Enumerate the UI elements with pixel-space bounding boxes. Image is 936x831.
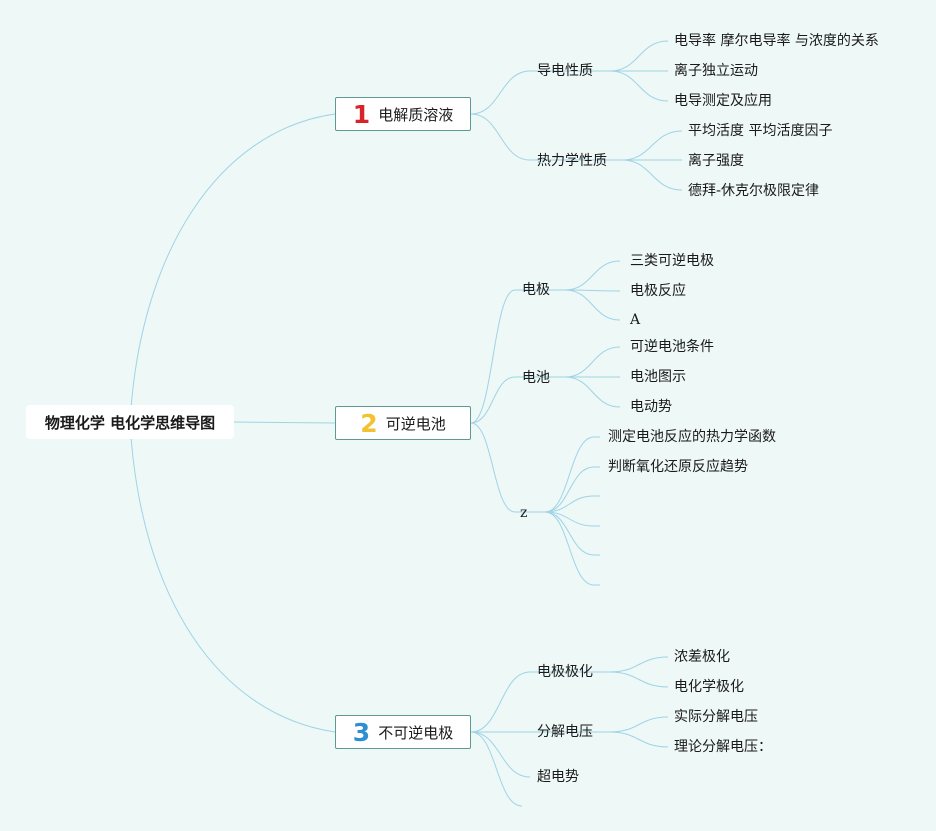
main-topic-2[interactable]: 2 可逆电池 [335,406,471,440]
subtopic-1-1[interactable]: 导电性质 [537,63,593,79]
leaf-3-1-1[interactable]: 浓差极化 [674,649,730,665]
link-leaf-2-3-3 [544,495,595,513]
link-leaf-2-3-6 [544,511,595,586]
link-leaf-2-1-3 [564,289,621,321]
link-main2-sub3 [470,422,516,513]
leaf-1-1-3[interactable]: 电导测定及应用 [674,93,772,109]
main-topic-1[interactable]: 1 电解质溶液 [335,97,471,131]
link-leaf-1-2-1 [621,130,683,161]
link-main3-sub3 [470,731,531,778]
main-topic-1-label: 电解质溶液 [378,105,454,124]
leaf-2-2-3[interactable]: 电动势 [630,399,672,415]
link-leaf-1-1-1 [609,40,669,72]
leaf-2-2-1[interactable]: 可逆电池条件 [630,339,714,355]
number-3-icon: 3 [352,717,371,747]
link-main2-sub1 [470,289,516,424]
subtopic-3-1[interactable]: 电极极化 [537,664,593,680]
leaf-1-2-2[interactable]: 离子强度 [688,153,744,169]
number-2-icon: 2 [360,408,378,438]
link-leaf-3-2-1 [609,716,669,733]
main-topic-2-label: 可逆电池 [385,414,446,433]
link-root-main-3 [129,421,336,733]
link-leaf-3-2-2 [609,731,669,748]
main-topic-3-label: 不可逆电极 [378,723,454,742]
link-leaf-3-1-1 [609,656,669,673]
link-leaf-2-3-1 [544,436,595,513]
leaf-1-2-3[interactable]: 德拜-休克尔极限定律 [688,183,820,199]
link-main1-sub2 [470,113,531,161]
link-main1-sub1 [470,70,531,115]
subtopic-2-3[interactable]: z [520,505,528,521]
subtopic-3-2[interactable]: 分解电压 [537,724,593,740]
link-main2-sub2 [470,376,516,424]
leaf-2-1-1[interactable]: 三类可逆电极 [630,253,714,269]
link-leaf-2-1-2 [564,289,621,292]
leaf-2-1-3[interactable]: A [630,312,641,328]
leaf-1-2-1[interactable]: 平均活度 平均活度因子 [688,123,833,139]
link-leaf-2-2-3 [564,376,621,408]
leaf-3-2-1[interactable]: 实际分解电压 [674,709,758,725]
leaf-1-1-1[interactable]: 电导率 摩尔电导率 与浓度的关系 [674,33,879,49]
subtopic-2-1[interactable]: 电极 [522,282,550,298]
leaf-3-2-2[interactable]: 理论分解电压： [674,739,772,755]
link-leaf-2-3-2 [544,466,595,513]
main-topic-3[interactable]: 3 不可逆电极 [335,715,471,749]
number-1-icon: 1 [352,99,371,129]
subtopic-1-2[interactable]: 热力学性质 [537,153,607,169]
link-leaf-2-1-1 [564,260,621,291]
subtopic-3-3[interactable]: 超电势 [537,769,579,785]
root-topic[interactable]: 物理化学 电化学思维导图 [26,405,234,439]
subtopic-2-2[interactable]: 电池 [522,370,550,386]
leaf-2-1-2[interactable]: 电极反应 [630,283,686,299]
leaf-2-2-2[interactable]: 电池图示 [630,369,686,385]
link-leaf-1-2-3 [621,159,683,191]
leaf-2-3-2[interactable]: 判断氧化还原反应趋势 [608,459,748,475]
leaf-1-1-2[interactable]: 离子独立运动 [674,63,758,79]
leaf-2-3-1[interactable]: 测定电池反应的热力学函数 [608,429,776,445]
link-root-main-1 [129,113,336,423]
link-main3-sub4 [470,731,523,807]
link-root-main-2 [233,421,336,424]
link-leaf-2-2-1 [564,346,621,378]
link-leaf-3-1-2 [609,671,669,688]
leaf-3-1-2[interactable]: 电化学极化 [674,679,744,695]
link-leaf-1-1-3 [609,70,669,102]
link-main3-sub1 [470,671,531,733]
root-topic-label: 物理化学 电化学思维导图 [44,413,216,432]
link-leaf-2-3-5 [544,511,595,556]
